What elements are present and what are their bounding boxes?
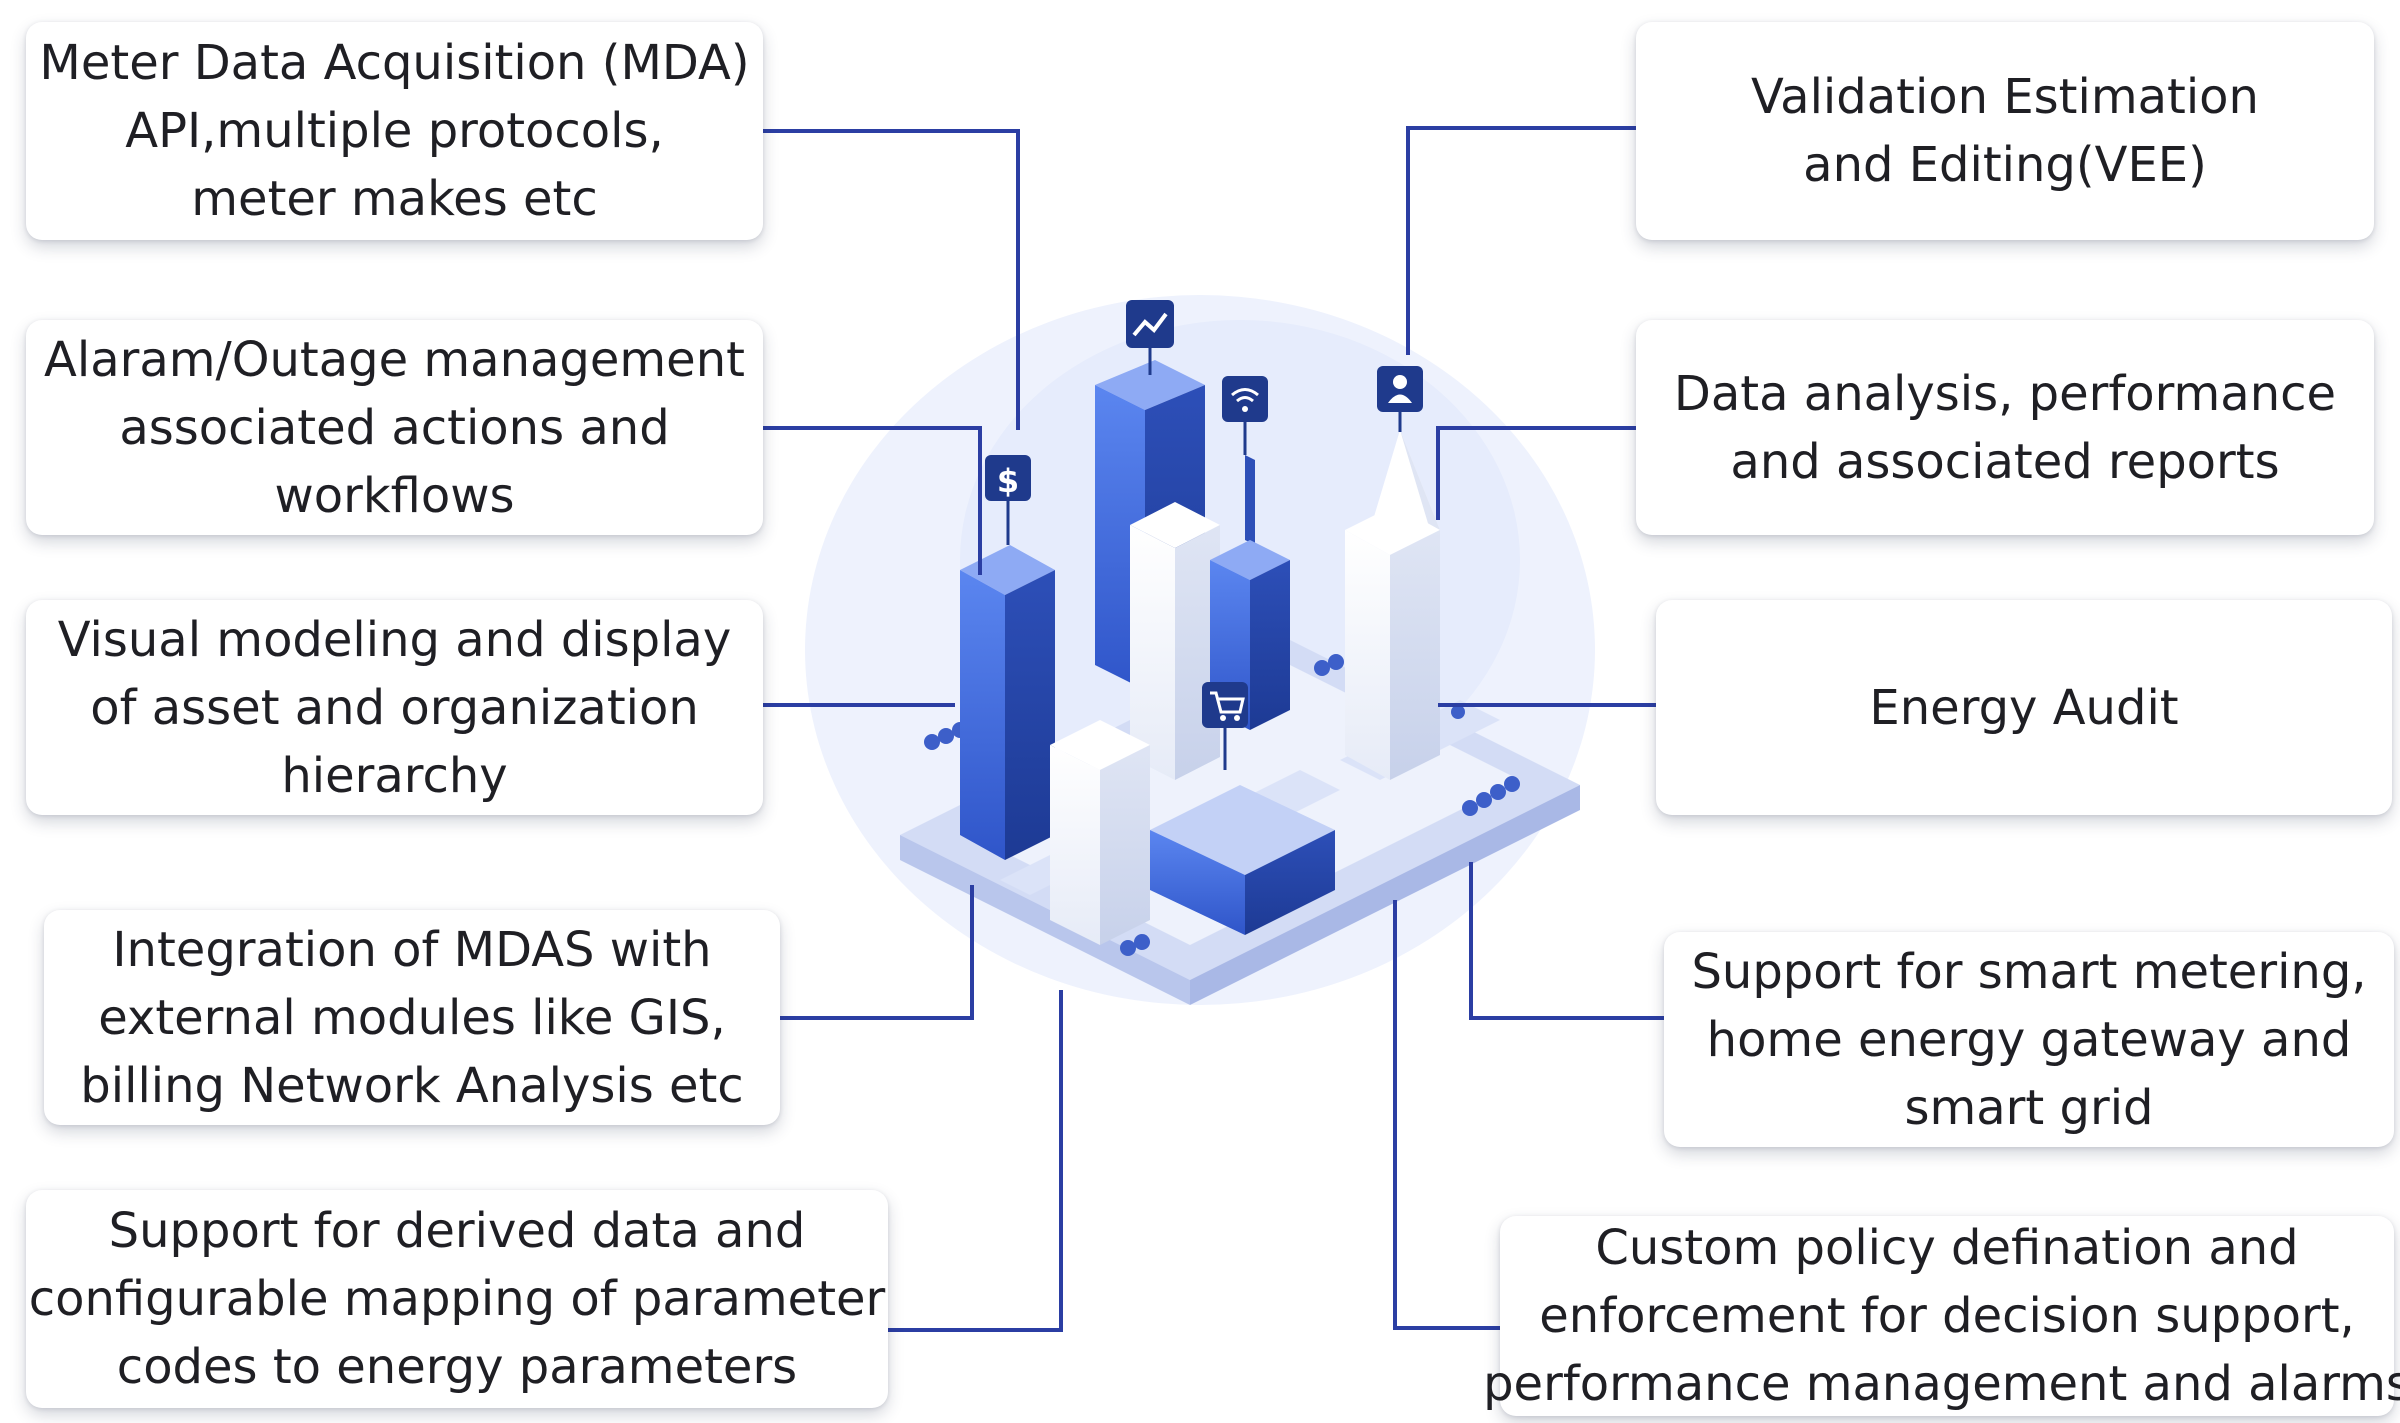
left-blue-tower xyxy=(960,545,1055,860)
feature-text: billing Network Analysis etc xyxy=(80,1057,744,1114)
feature-text: home energy gateway and xyxy=(1706,1011,2352,1068)
feature-box-analysis: Data analysis, performance and associate… xyxy=(1636,320,2374,535)
feature-box-derived: Support for derived data and configurabl… xyxy=(26,1190,888,1408)
connector-smart xyxy=(1469,862,1664,1020)
feature-box-custom-policy: Custom policy defination and enforcement… xyxy=(1483,1216,2400,1416)
feature-text: external modules like GIS, xyxy=(98,989,726,1046)
feature-text: hierarchy xyxy=(281,747,508,804)
feature-box-vee: Validation Estimation and Editing(VEE) xyxy=(1636,22,2374,240)
feature-text: configurable mapping of parameter xyxy=(28,1271,886,1327)
connector-derived xyxy=(888,990,1063,1332)
feature-text: codes to energy parameters xyxy=(116,1339,798,1395)
feature-box-energy-audit: Energy Audit xyxy=(1656,600,2392,815)
feature-text: Visual modeling and display xyxy=(57,611,732,668)
cart-icon xyxy=(1202,682,1248,770)
feature-text: performance management and alarms xyxy=(1483,1356,2400,1412)
feature-text: Integration of MDAS with xyxy=(112,921,712,978)
white-spire-tower xyxy=(1345,430,1440,780)
white-front-building xyxy=(1050,720,1150,945)
feature-text: Meter Data Acquisition (MDA) xyxy=(39,35,750,91)
dollar-icon: $ xyxy=(985,455,1031,545)
feature-text: Custom policy defination and xyxy=(1595,1220,2299,1276)
connector-policy xyxy=(1393,900,1500,1330)
feature-box-visual: Visual modeling and display of asset and… xyxy=(26,600,763,815)
feature-text: Energy Audit xyxy=(1869,679,2179,736)
feature-text: workflows xyxy=(274,467,515,524)
connector-vee xyxy=(1406,126,1636,355)
feature-text: Validation Estimation xyxy=(1751,69,2259,125)
wifi-icon xyxy=(1222,376,1268,455)
feature-text: associated actions and xyxy=(119,399,670,456)
feature-text: and Editing(VEE) xyxy=(1803,137,2207,193)
feature-box-smart-metering: Support for smart metering, home energy … xyxy=(1664,932,2394,1147)
feature-text: Data analysis, performance xyxy=(1673,365,2337,422)
connector-analysis xyxy=(1436,426,1636,520)
feature-box-integration: Integration of MDAS with external module… xyxy=(44,910,780,1125)
feature-box-alarm: Alaram/Outage management associated acti… xyxy=(26,320,763,535)
feature-text: smart grid xyxy=(1904,1079,2154,1136)
connector-integration xyxy=(780,885,974,1020)
blue-low-building xyxy=(1150,785,1335,935)
feature-text: Support for derived data and xyxy=(108,1203,806,1259)
connector-mda xyxy=(763,129,1020,430)
connector-alarm xyxy=(763,426,982,575)
feature-text: Alaram/Outage management xyxy=(44,331,745,388)
feature-text: and associated reports xyxy=(1730,433,2280,490)
chart-icon xyxy=(1126,300,1174,375)
feature-box-mda: Meter Data Acquisition (MDA) API,multipl… xyxy=(26,22,763,240)
feature-text: API,multiple protocols, xyxy=(125,103,664,159)
feature-text: Support for smart metering, xyxy=(1691,943,2367,1000)
feature-text: of asset and organization xyxy=(90,679,699,736)
feature-text: meter makes etc xyxy=(191,171,598,227)
user-icon xyxy=(1377,366,1423,432)
feature-text: enforcement for decision support, xyxy=(1539,1288,2355,1344)
svg-text:$: $ xyxy=(997,462,1019,500)
